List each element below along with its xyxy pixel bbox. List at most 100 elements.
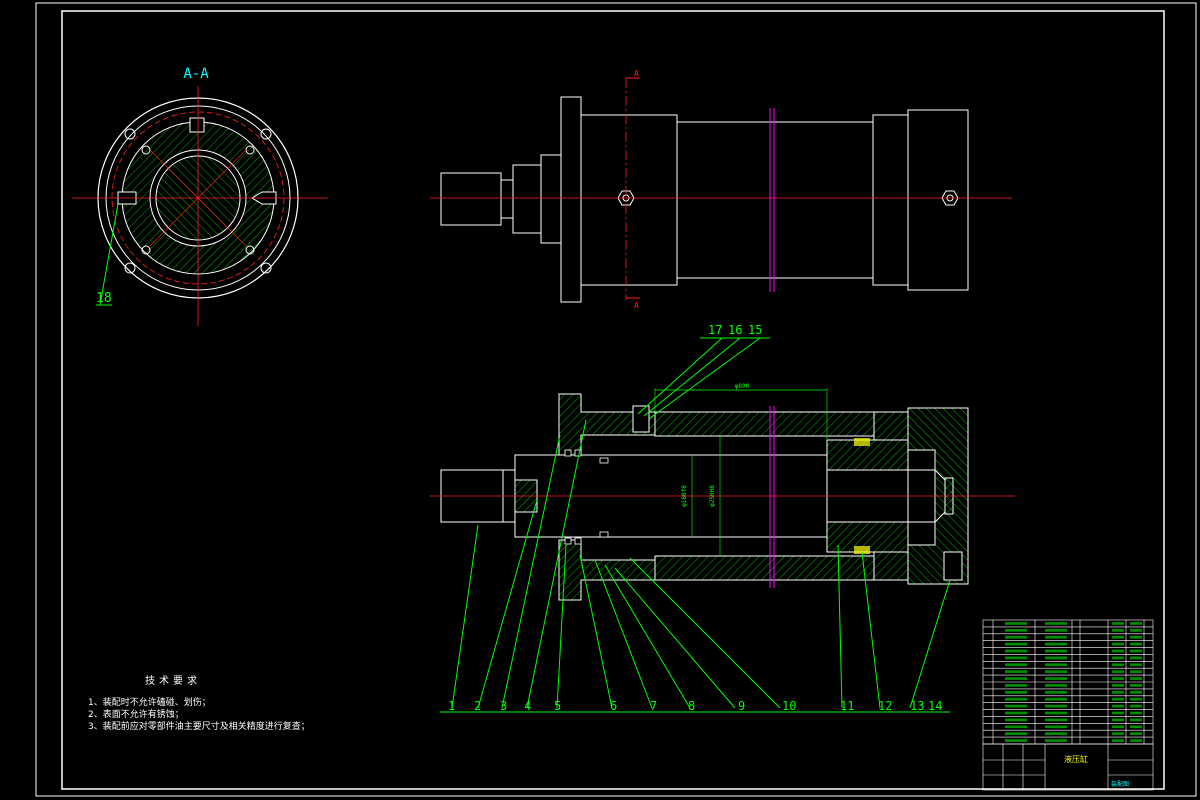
technical-requirement-2: 2、表面不允许有锈蚀； — [88, 710, 184, 720]
part-number-11: 11 — [840, 699, 854, 713]
parts-list-cell-mark — [1005, 739, 1027, 742]
parts-list-cell-mark — [1130, 711, 1142, 715]
section-marker-bottom: A — [634, 301, 639, 310]
parts-list-cell-mark — [1112, 684, 1124, 687]
parts-list-cell-mark — [1045, 622, 1067, 625]
part-number-17: 17 — [708, 323, 722, 337]
drawing-frame — [35, 2, 1197, 797]
parts-list-cell-mark — [1045, 628, 1067, 632]
parts-list-cell-mark — [1005, 711, 1027, 715]
parts-list-cell-mark — [1112, 622, 1124, 625]
exterior-view-centerlines: A A — [430, 69, 1012, 310]
part-number-18: 18 — [96, 291, 112, 306]
part-number-2: 2 — [474, 699, 481, 713]
parts-list-cell-mark — [1112, 670, 1124, 674]
part-number-7: 7 — [650, 699, 657, 713]
parts-list-cell-mark — [1130, 642, 1142, 646]
parts-list-cell-mark — [1130, 704, 1142, 708]
section-marker-top: A — [634, 69, 639, 78]
part-number-15: 15 — [748, 323, 762, 337]
parts-list-cell-mark — [1045, 677, 1067, 680]
parts-list-cell-mark — [1112, 718, 1124, 722]
parts-list-cell-mark — [1112, 663, 1124, 667]
part-number-10: 10 — [782, 699, 796, 713]
parts-list-cell-mark — [1005, 697, 1027, 701]
parts-list-cell-mark — [1130, 684, 1142, 687]
parts-list-cell-mark — [1045, 635, 1067, 639]
technical-requirements-title: 技术要求 — [145, 676, 201, 687]
parts-list-cell-mark — [1130, 725, 1142, 729]
parts-list-cell-mark — [1112, 711, 1124, 715]
parts-list-cell-mark — [1005, 684, 1027, 687]
part-number-16: 16 — [728, 323, 742, 337]
parts-list-cell-mark — [1005, 704, 1027, 708]
section-label: A-A — [183, 66, 209, 82]
parts-list-cell-mark — [1130, 677, 1142, 680]
parts-list-cell-mark — [1045, 732, 1067, 736]
parts-list-cell-mark — [1045, 697, 1067, 701]
part-numbers-top: 17 16 15 — [708, 323, 762, 337]
part-number-12: 12 — [878, 699, 892, 713]
title-block-drawing-name: 液压缸 — [1064, 754, 1088, 764]
part-number-4: 4 — [524, 699, 531, 713]
parts-list-cell-mark — [1130, 690, 1142, 694]
parts-list-cell-mark — [1130, 697, 1142, 701]
parts-list-cell-mark — [1130, 663, 1142, 667]
parts-list-cell-mark — [1005, 690, 1027, 694]
parts-list-cell-mark — [1130, 635, 1142, 639]
parts-list-cell-mark — [1005, 663, 1027, 667]
parts-list-cell-mark — [1005, 670, 1027, 674]
dimension-rod: φ160f8 — [681, 485, 688, 507]
title-block-sheet-label: 装配图 — [1111, 780, 1129, 788]
technical-requirement-3: 3、装配前应对零部件油主要尺寸及相关精度进行复查； — [88, 722, 310, 732]
parts-list-cell-mark — [1005, 656, 1027, 660]
parts-list-cell-mark — [1112, 704, 1124, 708]
section-view-a-a: A-A 18 — [72, 66, 328, 326]
part-number-13: 13 — [910, 699, 924, 713]
parts-list-cell-mark — [1045, 642, 1067, 646]
parts-list-cell-mark — [1045, 684, 1067, 687]
parts-list-cell-mark — [1005, 622, 1027, 625]
parts-list-cell-mark — [1112, 649, 1124, 653]
parts-list-cell-mark — [1112, 732, 1124, 736]
parts-list-cell-mark — [1045, 725, 1067, 729]
parts-list-cell-mark — [1112, 642, 1124, 646]
parts-list-cell-mark — [1005, 677, 1027, 680]
parts-list-cell-mark — [1005, 725, 1027, 729]
parts-list-cells — [1005, 622, 1142, 742]
part-number-9: 9 — [738, 699, 745, 713]
title-block — [982, 743, 1154, 791]
parts-list-cell-mark — [1005, 642, 1027, 646]
parts-list-cell-mark — [1112, 677, 1124, 680]
parts-list-cell-mark — [1112, 697, 1124, 701]
parts-list-cell-mark — [1130, 732, 1142, 736]
dimension-bore: φ250H8 — [709, 485, 716, 507]
parts-list-cell-mark — [1130, 656, 1142, 660]
parts-list-cell-mark — [1045, 711, 1067, 715]
parts-list-cell-mark — [1112, 656, 1124, 660]
technical-requirement-1: 1、装配时不允许磕碰、划伤； — [88, 698, 211, 708]
parts-list-cell-mark — [1112, 628, 1124, 632]
sectional-view: φ890 φ160f8 φ250H8 — [430, 383, 1015, 601]
parts-list-cell-mark — [1045, 690, 1067, 694]
parts-list-cell-mark — [1005, 635, 1027, 639]
part-number-3: 3 — [500, 699, 507, 713]
parts-list-cell-mark — [1130, 670, 1142, 674]
leader-lines — [440, 337, 951, 713]
parts-list-cell-mark — [1045, 663, 1067, 667]
parts-list-cell-mark — [1045, 670, 1067, 674]
part-number-1: 1 — [448, 699, 455, 713]
parts-list-cell-mark — [1005, 649, 1027, 653]
parts-list-cell-mark — [1045, 649, 1067, 653]
parts-list-cell-mark — [1112, 635, 1124, 639]
part-number-14: 14 — [928, 699, 942, 713]
parts-list-cell-mark — [1112, 725, 1124, 729]
part-number-8: 8 — [688, 699, 695, 713]
parts-list-cell-mark — [1112, 739, 1124, 742]
parts-list-cell-mark — [1130, 622, 1142, 625]
parts-list-cell-mark — [1112, 690, 1124, 694]
parts-list-cell-mark — [1130, 628, 1142, 632]
parts-list-cell-mark — [1045, 704, 1067, 708]
parts-list-cell-mark — [1045, 656, 1067, 660]
